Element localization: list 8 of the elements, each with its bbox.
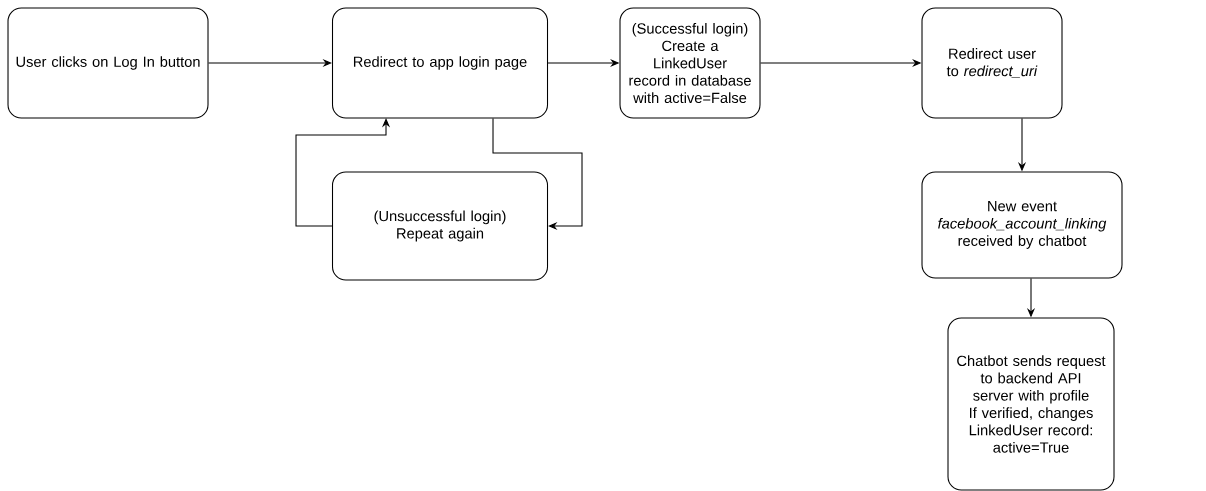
process-box: Chatbot sends request to backend API server with profile If verified, changes LinkedUser record: active=True <box>947 317 1115 491</box>
process-box: User clicks on Log In button <box>7 7 209 119</box>
arrow <box>492 118 583 231</box>
process-box: (Successful login) Create a LinkedUser record in database with active=False <box>619 7 761 119</box>
process-box: Redirect user to redirect_uri <box>921 7 1063 119</box>
process-box: New event facebook_account_linking received by chatbot <box>921 171 1123 279</box>
process-box: Redirect to app login page <box>331 7 549 119</box>
process-box: (Unsuccessful login) Repeat again <box>331 171 549 281</box>
